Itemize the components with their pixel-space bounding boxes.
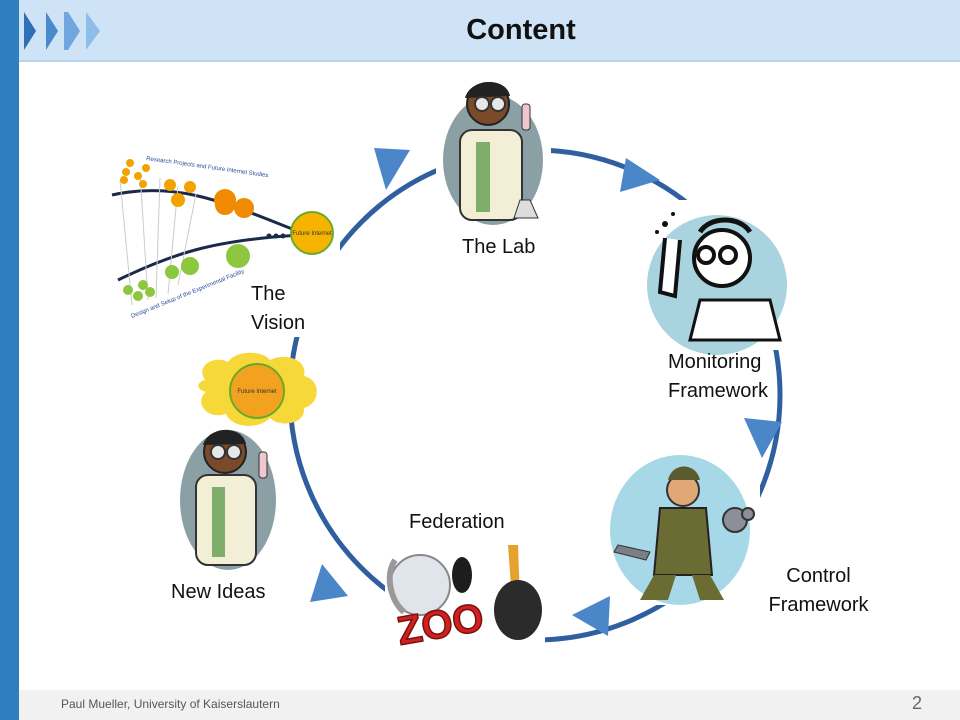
arrow-icon (374, 148, 410, 190)
cycle-arrows (310, 148, 782, 636)
federation-zoo-image: ZOO (386, 545, 542, 655)
new-ideas-image: Future Internet (180, 352, 317, 570)
page-title: Content (466, 14, 576, 46)
arrow-icon (572, 596, 610, 636)
monitoring-scientist-image (647, 212, 787, 355)
label-control-framework: Control Framework (756, 562, 881, 620)
label-monitoring-framework: Monitoring Framework (668, 348, 768, 406)
arrow-icon (620, 158, 660, 192)
arrow-icon (744, 418, 782, 458)
label-monitoring-line1: Monitoring (668, 351, 762, 373)
label-federation: Federation (409, 511, 505, 533)
footer-author: Paul Mueller, University of Kaiserslaute… (61, 697, 280, 711)
thought-bubble-text: Future Internet (237, 389, 277, 395)
label-new-ideas: New Ideas (171, 581, 266, 603)
label-monitoring-line2: Framework (668, 380, 769, 402)
left-accent-bar (0, 0, 19, 720)
label-the-vision-line2: Vision (251, 312, 306, 334)
footer-bar: Paul Mueller, University of Kaiserslaute… (19, 690, 960, 720)
label-the-lab: The Lab (462, 236, 536, 258)
arrow-icon (310, 564, 348, 602)
vision-target-label: Future Internet (292, 231, 332, 237)
lab-scientist-image (443, 81, 543, 225)
control-worker-image (610, 455, 755, 605)
header-chevrons-icon (24, 12, 100, 50)
label-the-vision: The Vision (251, 280, 305, 338)
page-number: 2 (911, 693, 922, 713)
label-the-vision-line1: The (251, 283, 286, 305)
label-control-line1: Control (786, 565, 851, 587)
header-divider (19, 60, 960, 62)
label-control-line2: Framework (768, 594, 869, 616)
title-band (19, 0, 960, 62)
